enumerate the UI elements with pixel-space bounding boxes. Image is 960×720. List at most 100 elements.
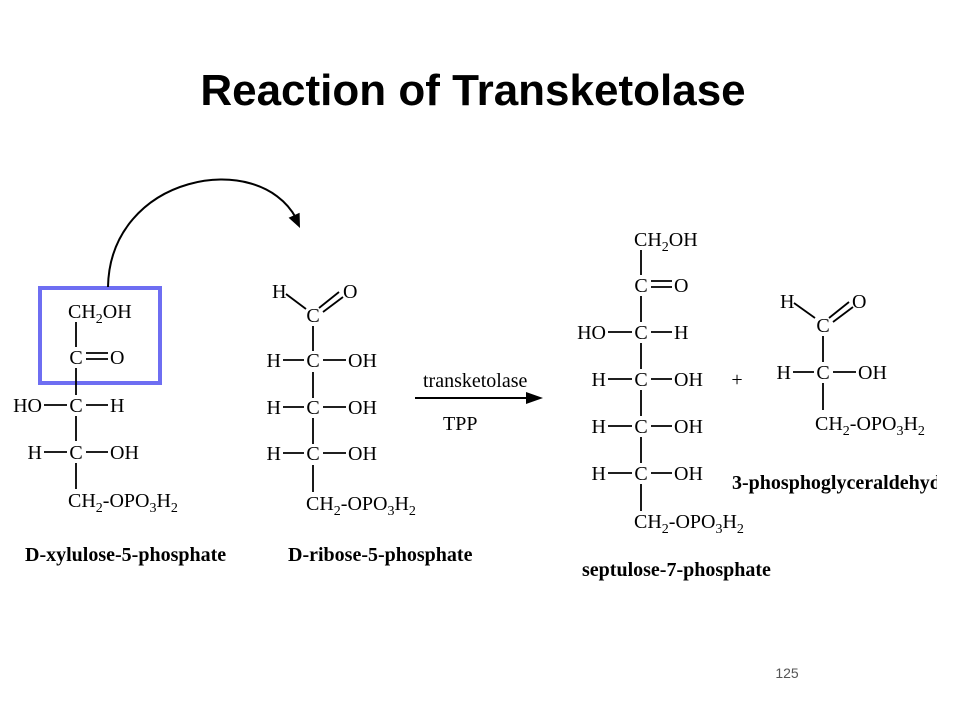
septulose-c4-carbon: C bbox=[634, 369, 647, 391]
septulose-c6-carbon: C bbox=[634, 463, 647, 485]
xylulose-c5-group: CH2-OPO3H2 bbox=[68, 490, 178, 516]
group-transfer-arrow bbox=[107, 178, 300, 288]
arrowhead-icon bbox=[526, 392, 543, 404]
formula-subscript: 2 bbox=[409, 504, 416, 519]
ribose-c2-carbon: C bbox=[306, 350, 319, 372]
transfer-group-highlight-box bbox=[38, 286, 162, 385]
formula-part: OH bbox=[669, 229, 698, 251]
formula-part: CH bbox=[815, 413, 843, 435]
glyceraldehyde-structure: H C O H C OH CH2-OPO3H2 3-phosphoglycera… bbox=[732, 291, 937, 494]
xylulose-c2-carbon: C bbox=[69, 347, 82, 369]
septulose-c2-carbon: C bbox=[634, 275, 647, 297]
bond-line bbox=[793, 302, 816, 319]
septulose-c7-group: CH2-OPO3H2 bbox=[634, 511, 744, 537]
formula-subscript: 3 bbox=[387, 504, 394, 519]
formula-subscript: 2 bbox=[662, 240, 669, 255]
double-bond-line bbox=[322, 296, 344, 313]
formula-part: OH bbox=[103, 301, 132, 323]
ribose-c4-right: OH bbox=[348, 443, 377, 465]
ribose-c2-left: H bbox=[267, 350, 281, 372]
formula-part: CH bbox=[68, 490, 96, 512]
ribose-structure: H C O H C OH H C OH H C OH CH2-OPO3H2 D-… bbox=[267, 281, 473, 566]
formula-part: -OPO bbox=[103, 490, 150, 512]
glyceraldehyde-c1-oxygen: O bbox=[852, 291, 866, 313]
page-number: 125 bbox=[775, 665, 799, 681]
ribose-c3-right: OH bbox=[348, 397, 377, 419]
xylulose-c1-group: CH2OH bbox=[68, 301, 132, 327]
arrowhead-icon bbox=[288, 212, 300, 228]
xylulose-c4-carbon: C bbox=[69, 442, 82, 464]
xylulose-structure: CH2OH C O HO C H H C OH CH2-OPO3H2 D-xyl… bbox=[13, 286, 226, 566]
glyceraldehyde-label-clip: 3-phosphoglyceraldehyd bbox=[732, 472, 937, 494]
septulose-c5-carbon: C bbox=[634, 416, 647, 438]
slide-title: Reaction of Transketolase bbox=[200, 66, 745, 115]
formula-subscript: 2 bbox=[918, 424, 925, 439]
enzyme-label: transketolase bbox=[423, 370, 528, 392]
ribose-c2-right: OH bbox=[348, 350, 377, 372]
formula-subscript: 2 bbox=[737, 522, 744, 537]
xylulose-c3-carbon: C bbox=[69, 395, 82, 417]
cofactor-label: TPP bbox=[443, 413, 477, 435]
formula-part: H bbox=[156, 490, 170, 512]
septulose-c3-right: H bbox=[674, 322, 688, 344]
formula-part: CH bbox=[306, 493, 334, 515]
formula-part: -OPO bbox=[669, 511, 716, 533]
formula-part: -OPO bbox=[850, 413, 897, 435]
septulose-c5-right: OH bbox=[674, 416, 703, 438]
glyceraldehyde-c1-carbon: C bbox=[816, 315, 829, 337]
formula-subscript: 2 bbox=[843, 424, 850, 439]
formula-subscript: 3 bbox=[896, 424, 903, 439]
formula-part: -OPO bbox=[341, 493, 388, 515]
ribose-c1-carbon: C bbox=[306, 305, 319, 327]
double-bond-line bbox=[832, 306, 854, 323]
formula-part: CH bbox=[68, 301, 96, 323]
septulose-label: septulose-7-phosphate bbox=[582, 559, 771, 581]
ribose-c3-left: H bbox=[267, 397, 281, 419]
formula-part: CH bbox=[634, 229, 662, 251]
formula-part: H bbox=[722, 511, 736, 533]
glyceraldehyde-c1-hydrogen: H bbox=[780, 291, 794, 313]
formula-subscript: 2 bbox=[96, 312, 103, 327]
xylulose-label: D-xylulose-5-phosphate bbox=[25, 544, 226, 566]
septulose-c1-group: CH2OH bbox=[634, 229, 698, 255]
glyceraldehyde-c2-right: OH bbox=[858, 362, 887, 384]
formula-part: CH bbox=[634, 511, 662, 533]
septulose-c4-left: H bbox=[592, 369, 606, 391]
formula-subscript: 2 bbox=[171, 501, 178, 516]
formula-subscript: 2 bbox=[662, 522, 669, 537]
ribose-c4-carbon: C bbox=[306, 443, 319, 465]
formula-part: H bbox=[903, 413, 917, 435]
xylulose-c4-right: OH bbox=[110, 442, 139, 464]
septulose-structure: CH2OH C O HO C H H C OH H C OH H C OH CH… bbox=[577, 229, 771, 581]
xylulose-c3-left: HO bbox=[13, 395, 42, 417]
septulose-c3-left: HO bbox=[577, 322, 606, 344]
plus-sign: + bbox=[731, 369, 742, 391]
double-bond-line bbox=[828, 301, 850, 319]
ribose-label: D-ribose-5-phosphate bbox=[288, 544, 473, 566]
septulose-c2-oxygen: O bbox=[674, 275, 688, 297]
septulose-c5-left: H bbox=[592, 416, 606, 438]
ribose-c1-hydrogen: H bbox=[272, 281, 286, 303]
double-bond-line bbox=[318, 291, 340, 309]
formula-subscript: 2 bbox=[334, 504, 341, 519]
ribose-c3-carbon: C bbox=[306, 397, 319, 419]
glyceraldehyde-c3-group: CH2-OPO3H2 bbox=[815, 413, 925, 439]
xylulose-c3-right: H bbox=[110, 395, 124, 417]
bond-line bbox=[285, 293, 307, 310]
formula-subscript: 3 bbox=[149, 501, 156, 516]
glyceraldehyde-c2-left: H bbox=[777, 362, 791, 384]
formula-subscript: 3 bbox=[715, 522, 722, 537]
transfer-arrow-curve bbox=[107, 178, 297, 288]
septulose-c6-right: OH bbox=[674, 463, 703, 485]
formula-subscript: 2 bbox=[96, 501, 103, 516]
reaction-arrow: transketolase TPP bbox=[415, 370, 543, 435]
septulose-c3-carbon: C bbox=[634, 322, 647, 344]
xylulose-c2-oxygen: O bbox=[110, 347, 124, 369]
septulose-c6-left: H bbox=[592, 463, 606, 485]
septulose-c4-right: OH bbox=[674, 369, 703, 391]
ribose-c5-group: CH2-OPO3H2 bbox=[306, 493, 416, 519]
formula-part: H bbox=[394, 493, 408, 515]
xylulose-c4-left: H bbox=[28, 442, 42, 464]
glyceraldehyde-c2-carbon: C bbox=[816, 362, 829, 384]
